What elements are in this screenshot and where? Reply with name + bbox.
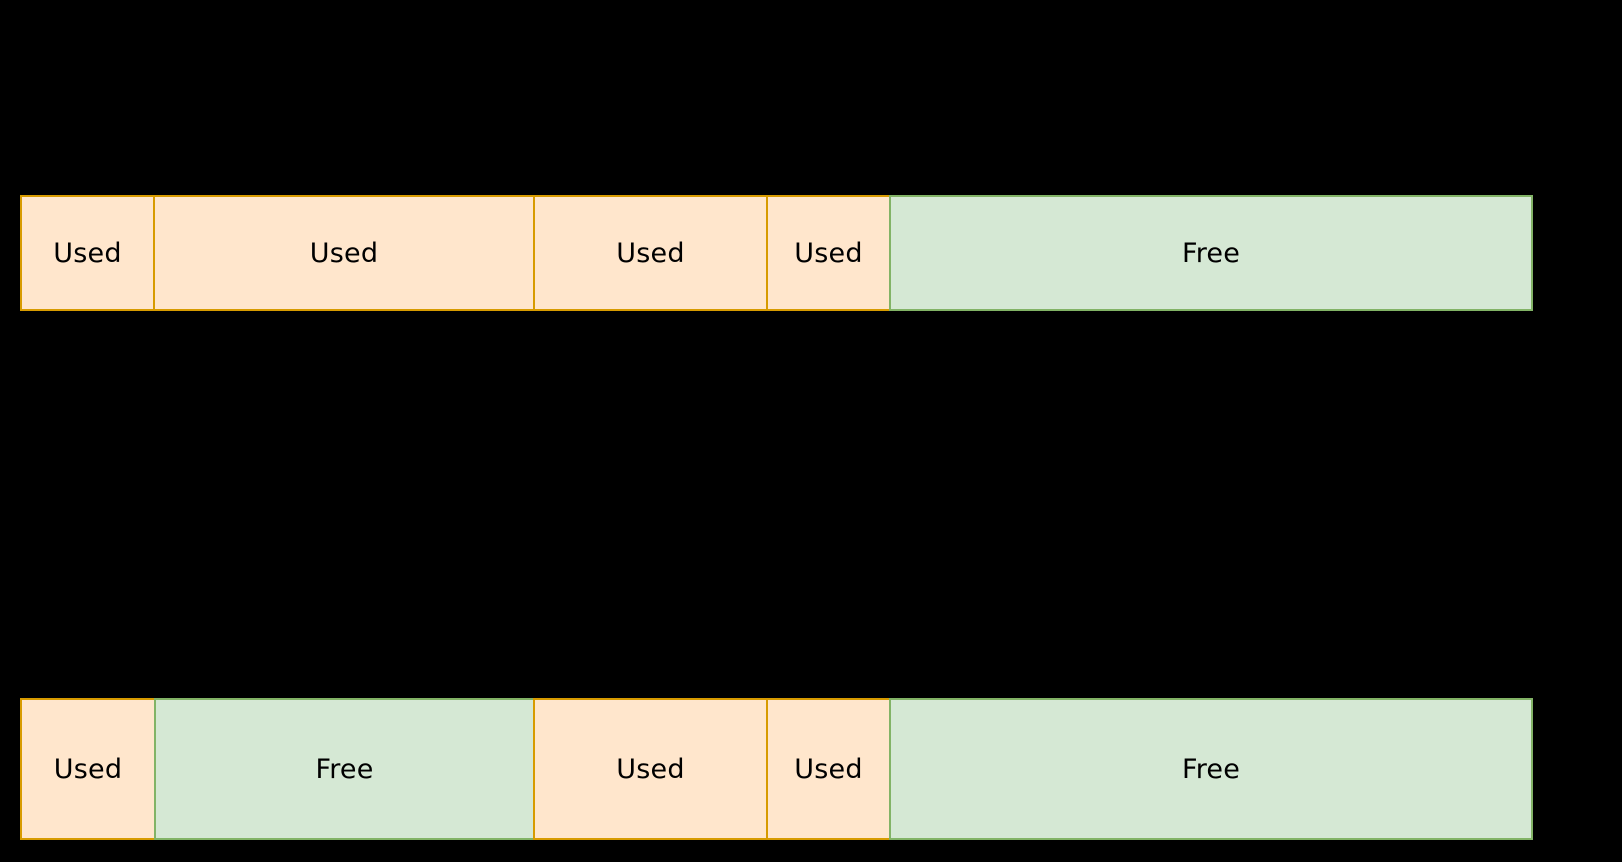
memory-bar-bottom: Used Free Used Used Free (20, 698, 1541, 840)
memory-segment-used[interactable]: Used (533, 698, 768, 840)
memory-segment-free[interactable]: Free (154, 698, 535, 840)
memory-segment-used[interactable]: Used (153, 195, 535, 311)
memory-segment-free[interactable]: Free (889, 698, 1533, 840)
memory-segment-free[interactable]: Free (889, 195, 1533, 311)
memory-segment-label: Used (53, 237, 122, 269)
memory-segment-label: Used (794, 753, 863, 785)
memory-segment-label: Used (309, 237, 379, 269)
memory-segment-label: Used (616, 753, 685, 785)
memory-segment-used[interactable]: Used (20, 698, 156, 840)
memory-segment-label: Free (1181, 753, 1241, 785)
memory-segment-label: Used (53, 753, 123, 785)
memory-segment-label: Used (794, 237, 863, 269)
memory-segment-label: Free (315, 753, 374, 785)
memory-segment-used[interactable]: Used (533, 195, 768, 311)
memory-segment-used[interactable]: Used (20, 195, 155, 311)
memory-segment-label: Used (616, 237, 685, 269)
memory-segment-used[interactable]: Used (766, 698, 891, 840)
memory-segment-used[interactable]: Used (766, 195, 891, 311)
memory-bar-top: Used Used Used Used Free (20, 195, 1541, 311)
memory-segment-label: Free (1181, 237, 1241, 269)
